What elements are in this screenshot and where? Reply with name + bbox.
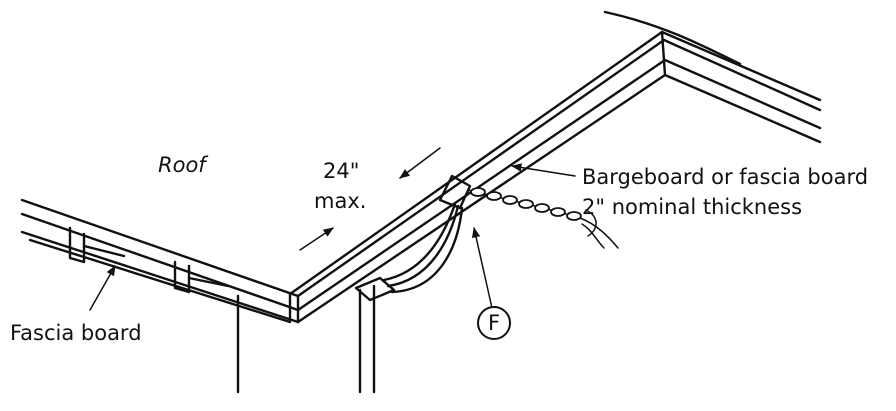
strap-connector <box>382 174 472 294</box>
callout-leader <box>471 226 493 309</box>
rafter-tails <box>28 226 292 324</box>
bargeboard <box>288 30 822 324</box>
post <box>236 276 396 394</box>
fascia-label: Fascia board <box>10 321 142 345</box>
spacing-dimension <box>299 147 441 251</box>
fascia-board <box>20 198 300 324</box>
spacing-value: 24" <box>323 159 359 183</box>
bargeboard-label-line1: Bargeboard or fascia board <box>582 165 868 189</box>
callout-circle <box>477 306 511 340</box>
roof-label: Roof <box>158 153 209 177</box>
spacing-unit: max. <box>314 189 366 213</box>
bargeboard-leader <box>510 163 576 177</box>
callout-label: F <box>488 311 500 335</box>
twisted-wire <box>467 187 619 249</box>
bargeboard-label-line2: 2" nominal thickness <box>582 195 802 219</box>
fascia-leader <box>89 265 116 311</box>
roof-far-edge <box>603 10 742 66</box>
